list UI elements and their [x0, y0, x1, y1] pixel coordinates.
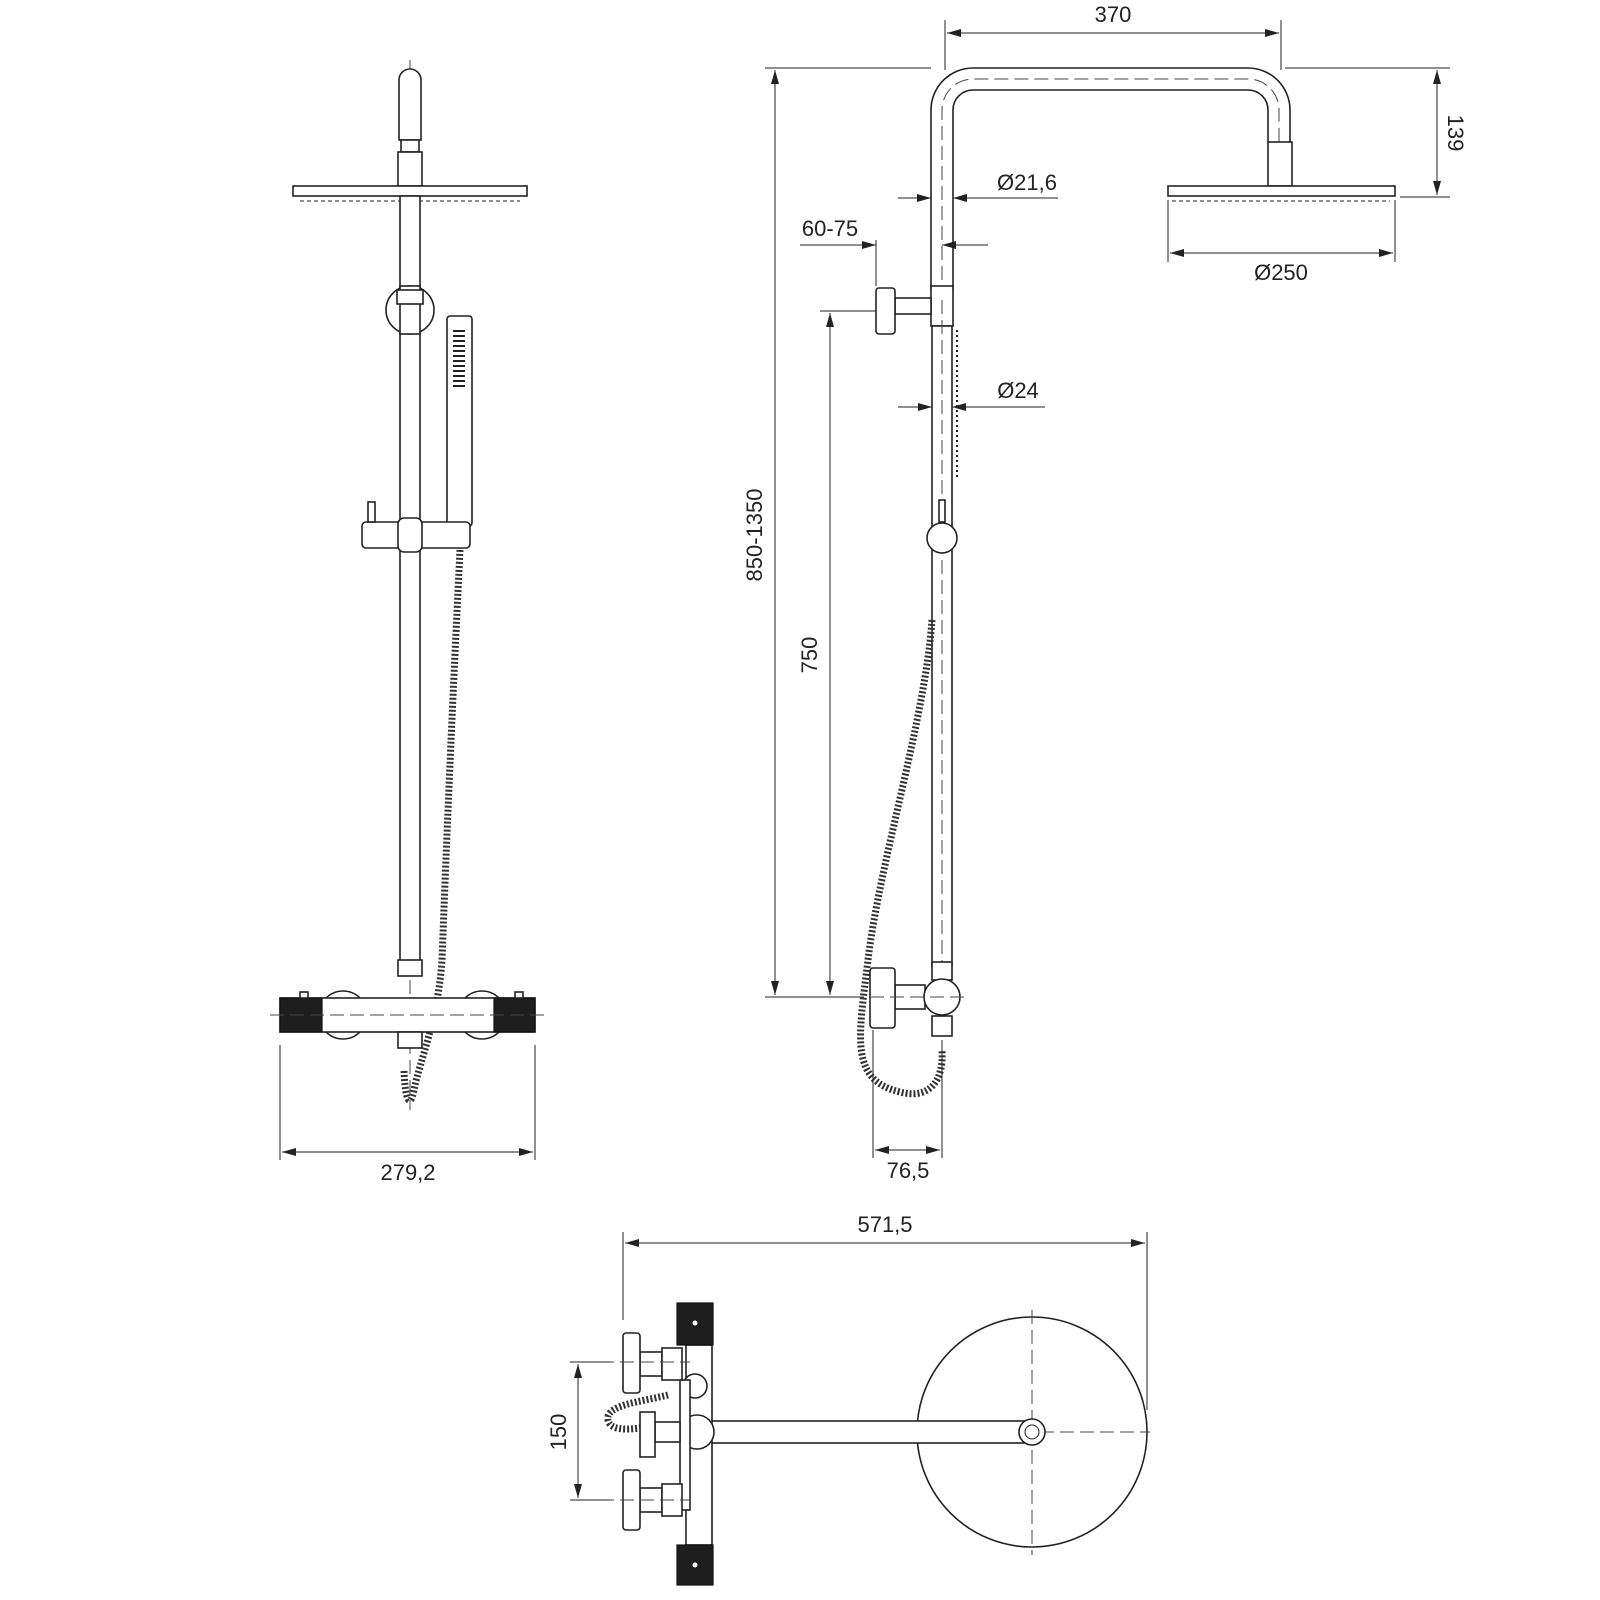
hose	[857, 619, 946, 1098]
front-view: 279,2	[270, 60, 545, 1185]
shower-arm	[930, 67, 1291, 290]
dimension-label-head-drop: 139	[1443, 115, 1468, 152]
flow-handle	[676, 1544, 714, 1586]
dimension-label-height-range: 850-1350	[742, 489, 767, 582]
head-connector	[397, 151, 423, 187]
head-connector	[1267, 141, 1293, 187]
slider-knob	[926, 522, 958, 554]
dimension-label-arm-diameter: Ø21,6	[997, 170, 1057, 195]
hose	[604, 1391, 669, 1433]
mixer-disc	[869, 967, 896, 1029]
dimension-label-arm-length: 370	[1095, 2, 1132, 27]
rain-head-plate	[292, 185, 528, 197]
wall-disc	[875, 287, 896, 335]
dimension-label-rail-height: 750	[797, 637, 822, 674]
top-view: 571,5 150	[546, 1212, 1150, 1586]
dimension-label-mixer-depth: 76,5	[887, 1158, 930, 1183]
wall-disc-top	[622, 1332, 641, 1394]
shower-arm	[699, 1420, 1031, 1444]
rain-head-plate	[1167, 185, 1396, 197]
dimension-label-width: 279,2	[380, 1160, 435, 1185]
dimension-label-head-diameter: Ø250	[1254, 260, 1308, 285]
side-view: 370 139 Ø250 Ø21,6 60-75 Ø24 850-1350 75…	[742, 2, 1468, 1183]
hose	[400, 549, 464, 1104]
arm-end	[398, 68, 422, 141]
dimension-label-rail-diameter: Ø24	[997, 378, 1039, 403]
dimension-label-inlet-spacing: 150	[546, 1414, 571, 1451]
dimension-label-total-depth: 571,5	[857, 1212, 912, 1237]
dimension-label-wall-offset: 60-75	[802, 216, 858, 241]
rail-bracket-disc	[639, 1411, 656, 1458]
hand-shower	[446, 315, 473, 527]
